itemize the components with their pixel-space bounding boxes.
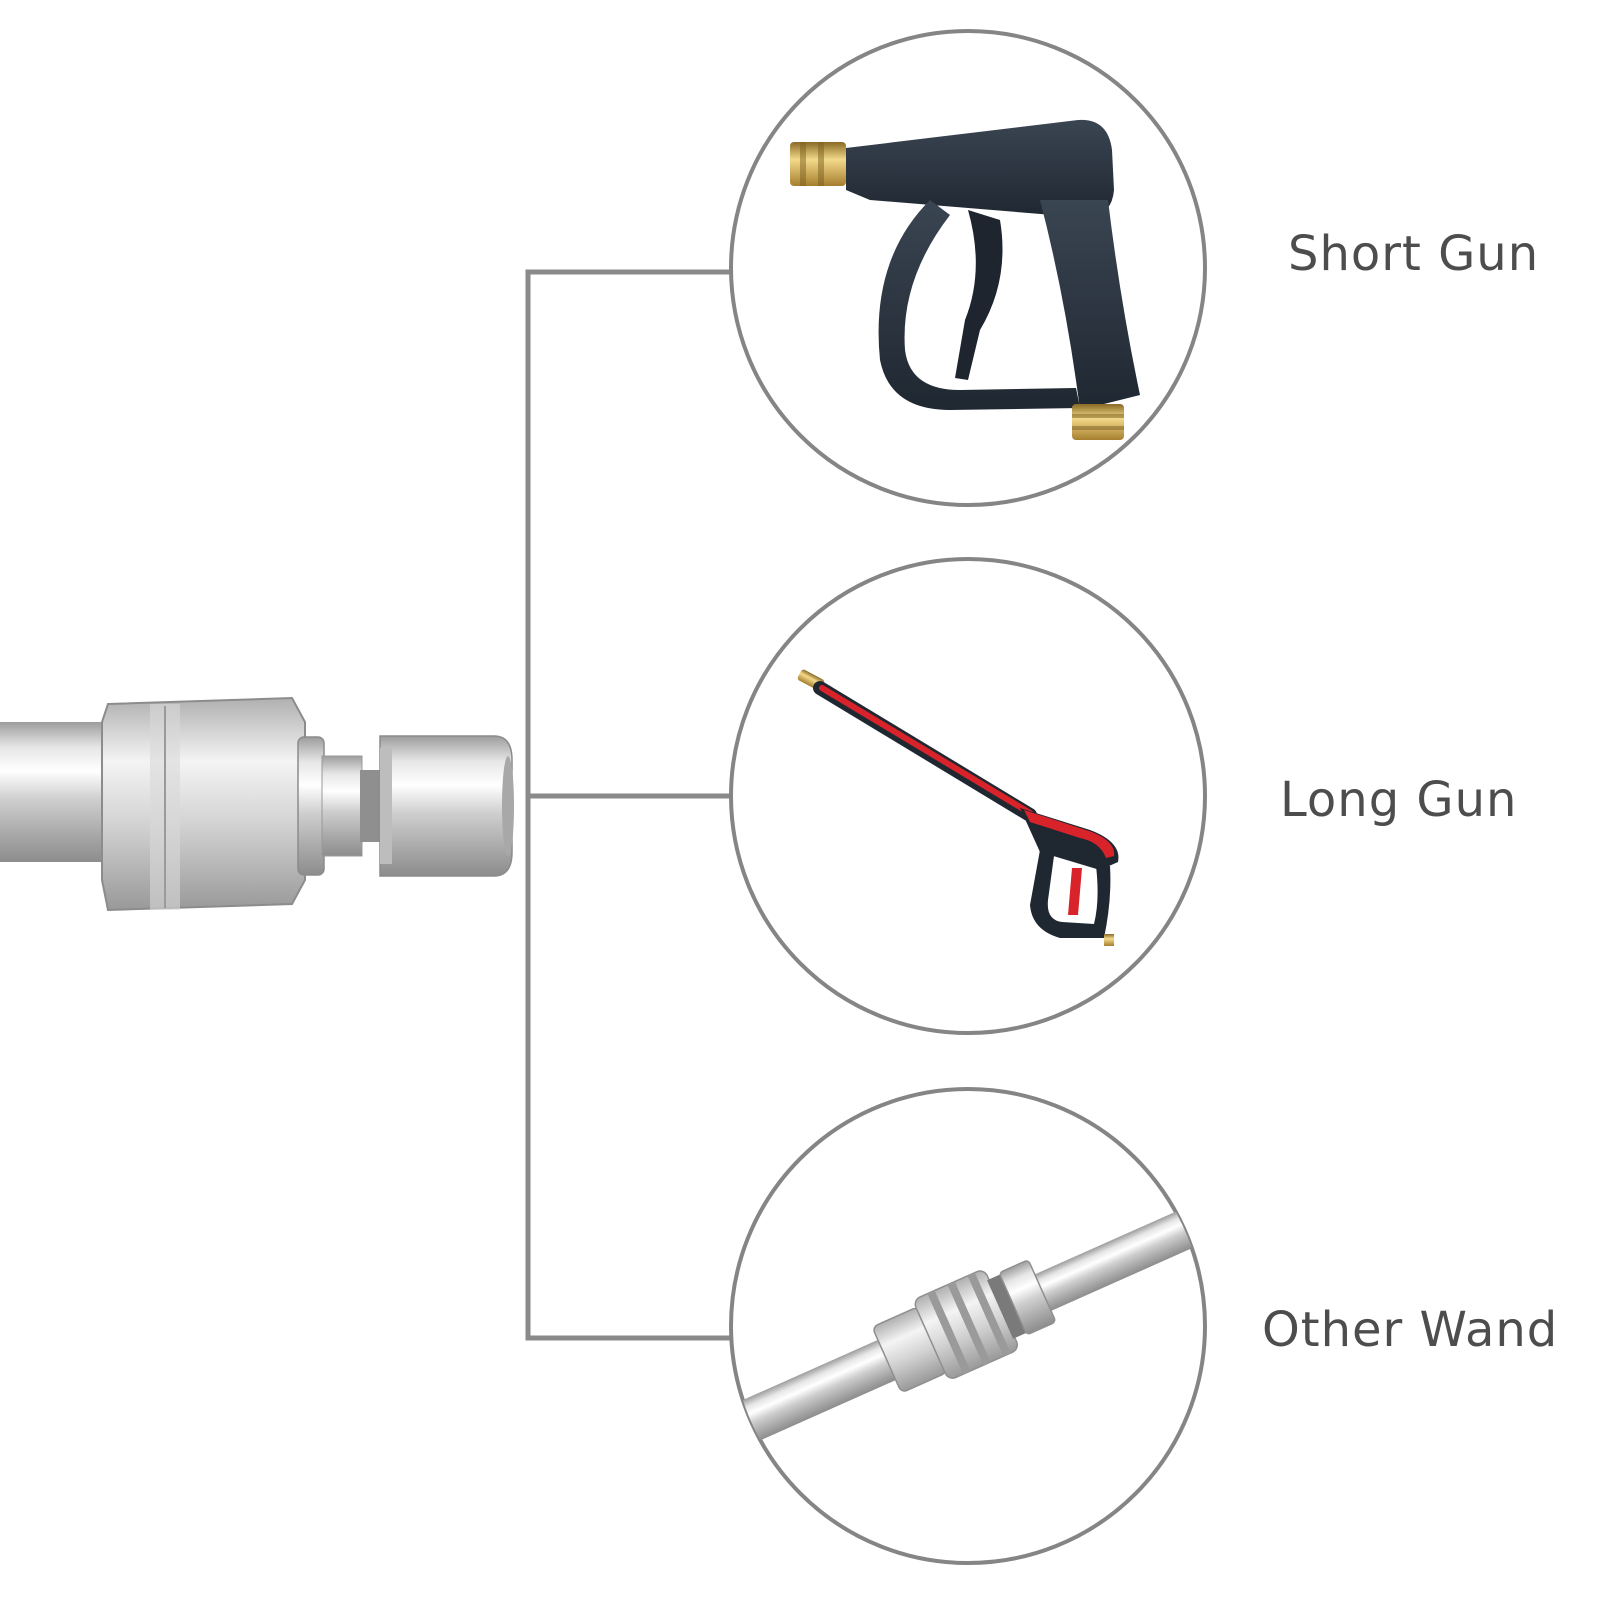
other-wand-icon bbox=[731, 1172, 1205, 1454]
other-wand-label: Other Wand bbox=[1262, 1302, 1559, 1358]
connector-line-short-gun bbox=[525, 269, 730, 1341]
short-gun-circle bbox=[729, 29, 1207, 507]
long-gun-icon bbox=[797, 669, 1119, 946]
connector-lines bbox=[525, 269, 730, 1341]
short-gun-icon bbox=[790, 119, 1140, 440]
quick-connect-plug-image bbox=[0, 696, 514, 912]
short-gun-label: Short Gun bbox=[1288, 226, 1540, 282]
long-gun-label: Long Gun bbox=[1280, 772, 1518, 828]
long-gun-circle bbox=[729, 557, 1207, 1035]
other-wand-circle bbox=[729, 1087, 1207, 1565]
